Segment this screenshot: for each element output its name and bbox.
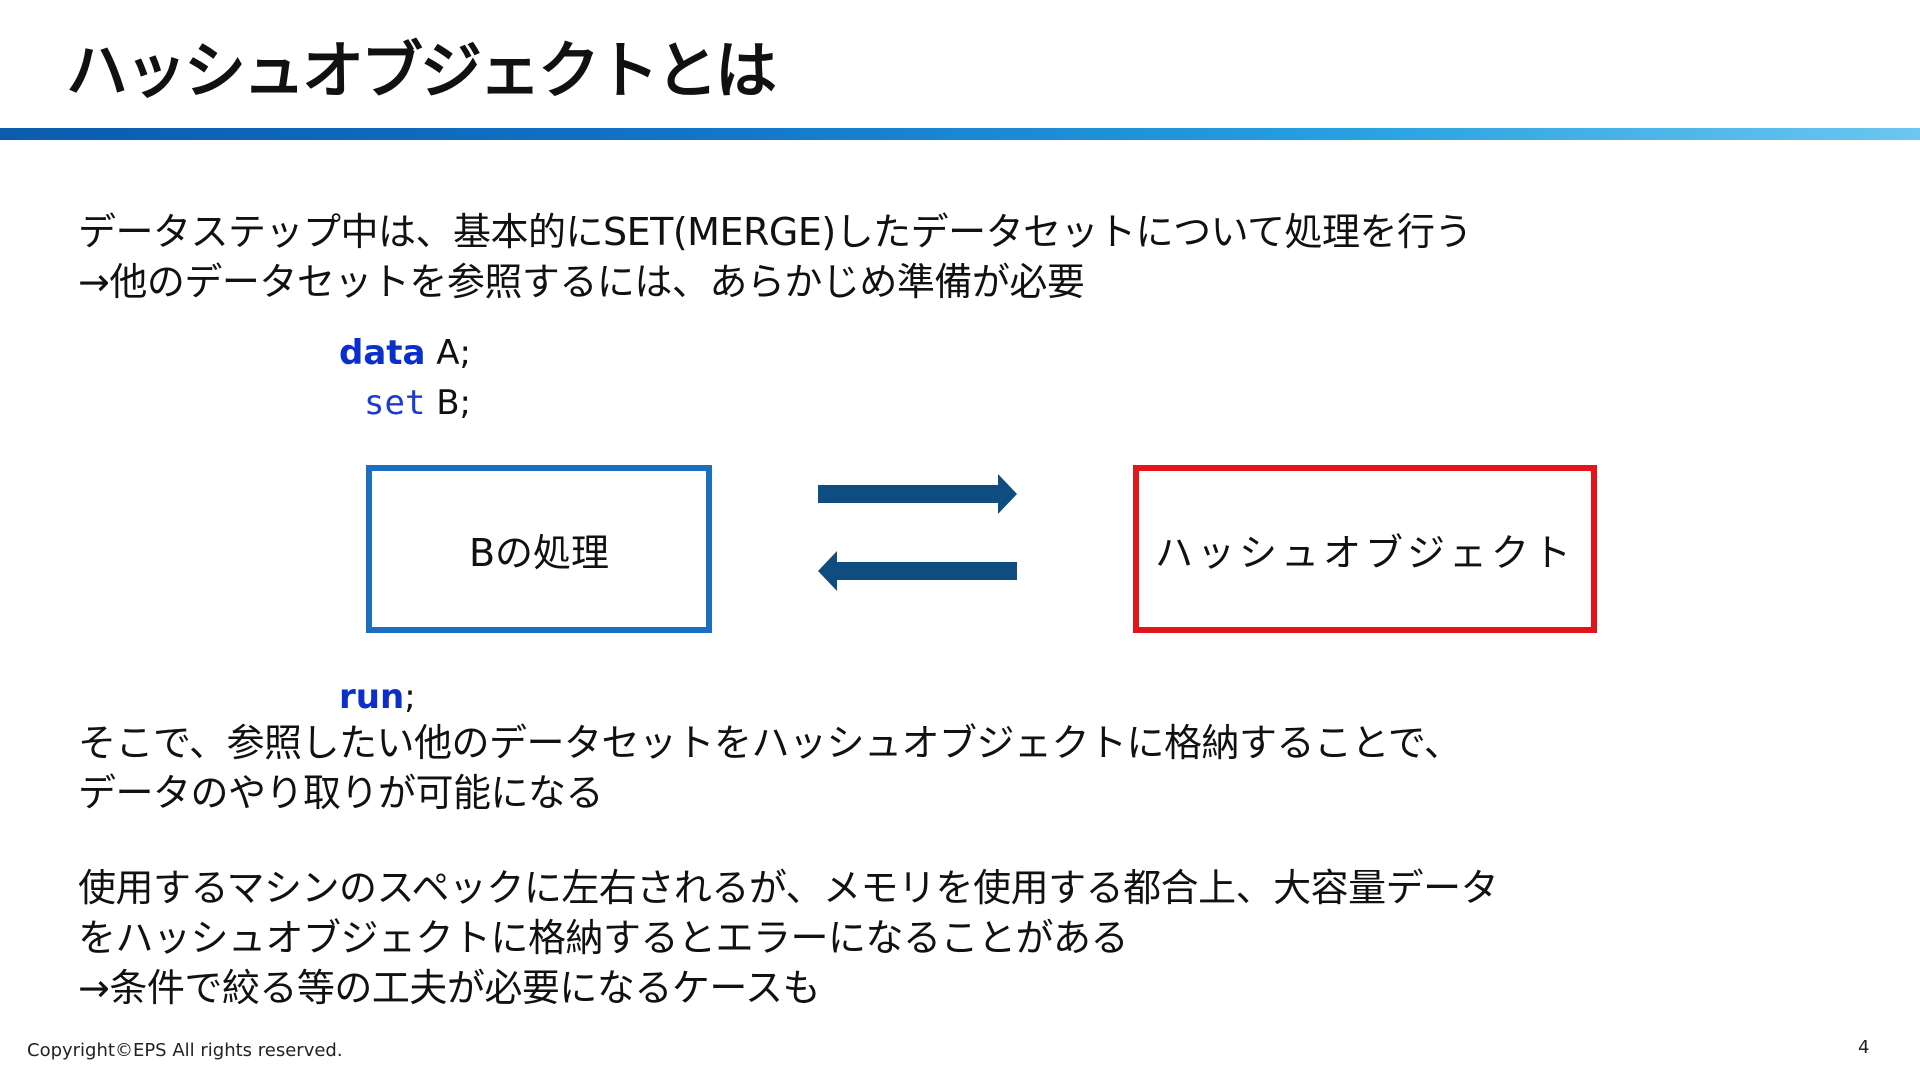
set-dataset-name: B; [425, 383, 472, 423]
title-underline [0, 128, 1920, 140]
explanation-line-2: データのやり取りが可能になる [78, 771, 604, 815]
b-processing-box: Bの処理 [366, 465, 712, 633]
explanation-line-1: そこで、参照したい他のデータセットをハッシュオブジェクトに格納することで、 [78, 721, 1462, 765]
intro-paragraph: データステップ中は、基本的にSET(MERGE)したデータセットについて処理を行… [78, 207, 1473, 307]
hash-object-box: ハッシュオブジェクト [1133, 465, 1597, 633]
caution-line-3: →条件で絞る等の工夫が必要になるケースも [78, 966, 820, 1010]
caution-line-1: 使用するマシンのスペックに左右されるが、メモリを使用する都合上、大容量データ [78, 866, 1499, 910]
hash-object-label: ハッシュオブジェクト [1154, 530, 1575, 575]
code-line-set: set B; [364, 386, 471, 420]
copyright-footer: Copyright©EPS All rights reserved. [27, 1040, 343, 1061]
caution-line-2: をハッシュオブジェクトに格納するとエラーになることがある [78, 916, 1129, 960]
run-keyword: run [339, 677, 405, 717]
data-dataset-name: A; [425, 333, 472, 373]
memory-caution-paragraph: 使用するマシンのスペックに左右されるが、メモリを使用する都合上、大容量データ を… [78, 863, 1499, 1013]
intro-line-2: →他のデータセットを参照するには、あらかじめ準備が必要 [78, 260, 1085, 304]
arrow-left-icon [818, 551, 1017, 591]
data-keyword: data [339, 333, 426, 373]
slide-title: ハッシュオブジェクトとは [66, 34, 777, 107]
code-line-run: run; [339, 680, 416, 714]
hash-explanation-paragraph: そこで、参照したい他のデータセットをハッシュオブジェクトに格納することで、 デー… [78, 718, 1462, 818]
page-number: 4 [1858, 1037, 1870, 1058]
b-processing-label: Bの処理 [468, 530, 610, 575]
set-keyword: set [364, 383, 426, 423]
arrow-right-icon [818, 474, 1017, 514]
run-semicolon: ; [404, 677, 416, 717]
intro-line-1: データステップ中は、基本的にSET(MERGE)したデータセットについて処理を行… [78, 210, 1473, 254]
code-line-data: data A; [339, 336, 471, 370]
